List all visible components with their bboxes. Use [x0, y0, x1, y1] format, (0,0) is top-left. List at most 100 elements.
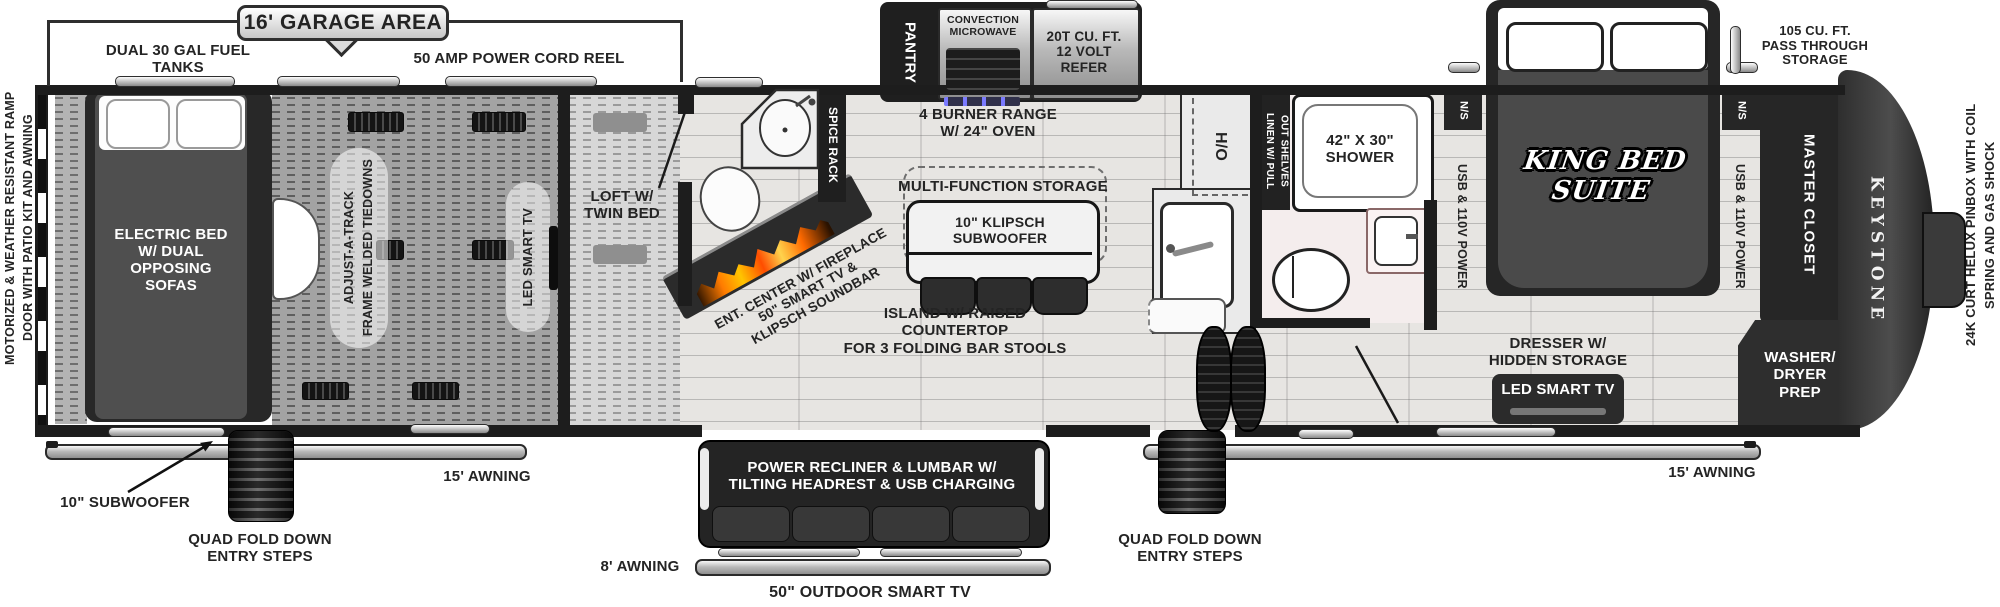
tiedown-anchor [412, 382, 459, 400]
slide-rail [277, 76, 400, 87]
pinbox-note: 24K CURT HELUX PINBOX WITH COIL SPRING A… [1963, 103, 1997, 347]
king-bed-label: KING BED SUITE [1522, 146, 1689, 206]
range-label: 4 BURNER RANGE W/ 24" OVEN [919, 105, 1057, 140]
slide-rail [410, 424, 490, 434]
slide-rail [108, 427, 225, 437]
garage-bracket-v-right [680, 20, 683, 82]
sofa-cushion [872, 506, 950, 542]
microwave-label: CONVECTION MICROWAVE [946, 14, 1019, 38]
ramp-hinge-marks [38, 95, 46, 425]
nightstand-right [1722, 90, 1760, 130]
loft-block [593, 245, 647, 264]
sofa-rail [880, 548, 1022, 557]
nightstand-left-label: N/S [1457, 100, 1470, 120]
garage-bracket-h-left [47, 20, 239, 23]
sofa-cushion [792, 506, 870, 542]
shower-label: 42" X 30" SHOWER [1325, 131, 1395, 166]
linen-label: LINEN W/ PULL OUT SHELVES [1264, 112, 1290, 190]
garage-seat [272, 198, 320, 300]
bar-stool [976, 277, 1032, 315]
outdoor-tv-label: 50" OUTDOOR SMART TV [769, 583, 971, 601]
slide-rail [695, 77, 763, 88]
bar-stool [1032, 277, 1088, 315]
tiedown-anchor [472, 112, 526, 132]
sofa-label: POWER RECLINER & LUMBAR W/ TILTING HEADR… [728, 458, 1016, 493]
sofa-armrest-right [1035, 448, 1044, 510]
tire [1196, 326, 1232, 432]
microwave-window [946, 48, 1020, 90]
garage-tv-pill: LED SMART TV [506, 182, 550, 332]
kitchen-faucet-base [1166, 244, 1175, 253]
subwoofer-ext-label: 10" SUBWOOFER [60, 494, 190, 512]
tiedowns-pill: ADJUST-A-TRACK FRAME WELDED TIEDOWNS [330, 148, 388, 348]
ramp-door-note: MOTORIZED & WEATHER RESISTANT RAMP DOOR … [2, 91, 35, 365]
hutch-label: H/O [1212, 132, 1230, 162]
bath-bottom-wall [1250, 318, 1370, 328]
linen-box [1260, 92, 1290, 210]
master-closet-label: MASTER CLOSET [1800, 134, 1818, 276]
refer-label: 20T CU. FT. 12 VOLT REFER [1046, 28, 1122, 75]
garage-bracket-h-right [441, 20, 683, 23]
pantry-label: PANTRY [901, 22, 919, 84]
slide-rail [445, 76, 597, 87]
bath-faucet [1406, 234, 1418, 239]
sofa-armrest-left [700, 448, 709, 510]
kitchen-sink [1160, 202, 1234, 308]
tiedown-anchor [302, 382, 349, 400]
hutch-outline [1192, 98, 1248, 196]
awning-right-label: 15' AWNING [1668, 464, 1756, 482]
bed-pillow-right [176, 99, 242, 149]
kitchen-bath-wall [1250, 92, 1262, 328]
washer-dryer-label: WASHER/ DRYER PREP [1764, 349, 1836, 401]
bottom-wall-mid [1046, 425, 1150, 437]
slide-rail [1436, 427, 1556, 437]
electric-bed-label: ELECTRIC BED W/ DUAL OPPOSING SOFAS [114, 225, 228, 295]
awning-left-endcap [46, 441, 58, 448]
steps-ribs [229, 431, 293, 521]
bar-stool [920, 277, 976, 315]
loft-block [593, 113, 647, 132]
tiedown-anchor [348, 112, 404, 132]
garage-tv-screen [549, 226, 558, 290]
slide-rail [1046, 0, 1138, 9]
island [906, 200, 1100, 284]
loft-label: LOFT W/ TWIN BED [584, 187, 660, 222]
slide-rail-vertical [1730, 26, 1741, 74]
sofa-rail [718, 548, 860, 557]
toilet-tank-line [1292, 256, 1294, 298]
bedroom-tv-screen [1510, 408, 1606, 415]
awning-right-endcap [1744, 441, 1756, 448]
power-cord-label: 50 AMP POWER CORD REEL [413, 50, 625, 68]
island-subwoofer-label: 10" KLIPSCH SUBWOOFER [952, 214, 1048, 246]
dresser-label: DRESSER W/ HIDDEN STORAGE [1488, 334, 1628, 369]
sofa-cushion [952, 506, 1030, 542]
pass-through-label: 105 CU. FT. PASS THROUGH STORAGE [1761, 22, 1869, 68]
pinbox [1922, 212, 1966, 308]
tire [1230, 326, 1266, 432]
loft-living-wall-top [678, 88, 694, 114]
bath-sink [1374, 216, 1418, 266]
spice-rack-label: SPICE RACK [825, 106, 840, 183]
nightstand-left [1444, 90, 1482, 130]
slide-rail [1298, 429, 1354, 439]
spice-rack-box [818, 88, 846, 202]
bath-bedroom-wall [1424, 200, 1437, 330]
awning-door-label: 8' AWNING [600, 558, 680, 576]
king-bed-body [1498, 70, 1708, 288]
ramp-door-strip [55, 92, 87, 424]
fuel-tanks-label: DUAL 30 GAL FUEL TANKS [105, 41, 251, 76]
garage-tv-label: LED SMART TV [519, 207, 535, 307]
toilet [1272, 248, 1350, 312]
multi-storage-label: MULTI-FUNCTION STORAGE [898, 178, 1108, 196]
usb-power-left-label: USB & 110V POWER [1455, 163, 1470, 289]
garage-area-badge: 16' GARAGE AREA [237, 5, 449, 41]
awning-bar-right [1143, 444, 1761, 460]
usb-power-right-label: USB & 110V POWER [1733, 163, 1748, 289]
entry-steps-right [1158, 430, 1226, 514]
bed-pillow-left [106, 99, 170, 149]
bedroom-tv-label: LED SMART TV [1501, 381, 1615, 399]
bedroom-tv-box [1492, 374, 1624, 424]
entry-steps-left [228, 430, 294, 522]
top-wall [35, 85, 1845, 95]
